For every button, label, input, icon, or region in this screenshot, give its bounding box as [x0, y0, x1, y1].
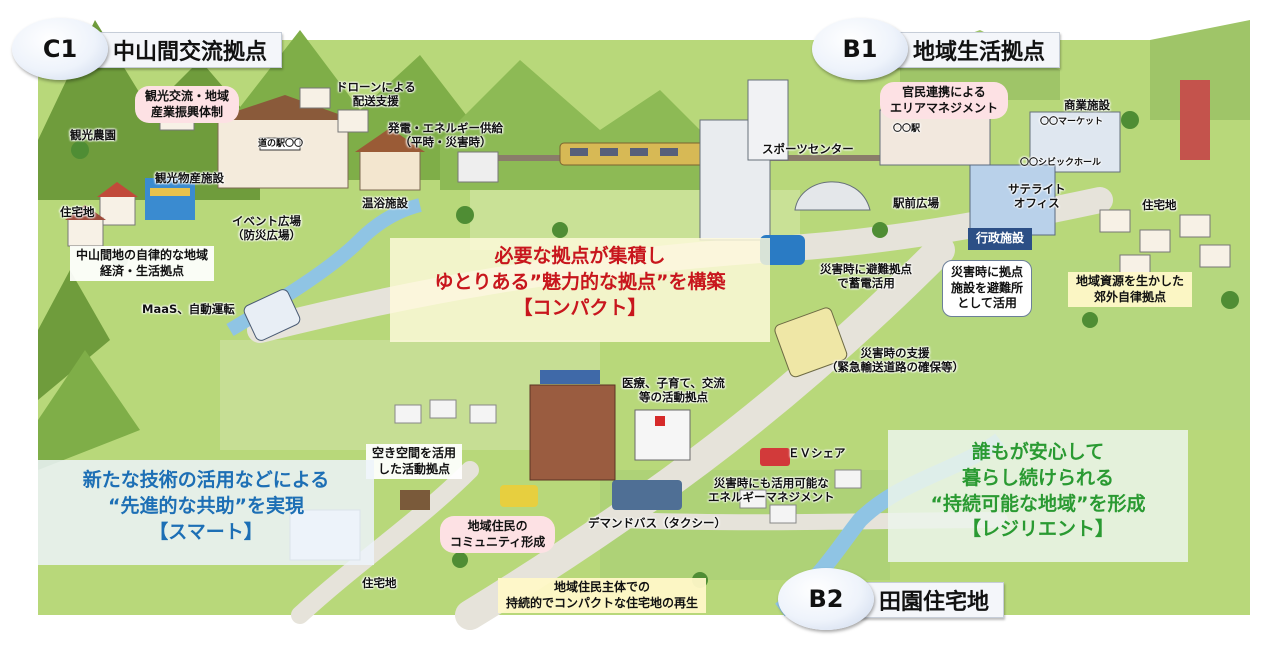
label-regeneration-line2: 持続的でコンパクトな住宅地の再生	[506, 595, 699, 610]
label-station-plaza: 駅前広場	[893, 196, 939, 210]
badge-b1-code: B1	[812, 18, 908, 80]
label-suburban: 地域資源を生かした 郊外自律拠点	[1068, 272, 1193, 308]
label-ev-storage-line1: 災害時に避難拠点	[820, 262, 912, 276]
label-community: 地域住民の コミュニティ形成	[440, 516, 556, 554]
badge-b2: B2 田園住宅地	[778, 568, 1078, 630]
badge-c1-code: C1	[12, 18, 108, 80]
sign-station: 〇〇駅	[893, 124, 921, 134]
badge-c1-title: 中山間交流拠点	[82, 32, 283, 68]
label-maas: MaaS、自動運転	[142, 302, 235, 316]
label-event-plaza-line2: （防災広場）	[232, 228, 301, 243]
label-area-mgmt: 官民連携による エリアマネジメント	[880, 82, 1009, 120]
badge-b1-title: 地域生活拠点	[882, 32, 1061, 68]
panel-smart: 新たな技術の活用などによる “先進的な共助”を実現 【スマート】	[38, 460, 374, 565]
label-residential-c1: 住宅地	[60, 205, 95, 219]
maas-bus	[243, 289, 301, 341]
label-ev-share: ＥＶシェア	[788, 446, 846, 460]
label-drone: ドローンによる 配送支援	[336, 80, 416, 109]
label-tourism-exchange: 観光交流・地域 産業振興体制	[135, 86, 240, 124]
label-medical-line1: 医療、子育て、交流	[622, 376, 725, 390]
label-energy-mgmt-line2: エネルギーマネジメント	[708, 490, 835, 505]
panel-resilient-line4: 【レジリエント】	[961, 518, 1114, 541]
label-satellite: サテライト オフィス	[1008, 182, 1066, 211]
label-disaster-support-line2: （緊急輸送道路の確保等）	[826, 360, 964, 375]
label-drone-line1: ドローンによる	[336, 80, 416, 94]
label-tourist-farm: 観光農園	[70, 128, 116, 142]
label-event-plaza-line1: イベント広場	[232, 214, 301, 228]
label-evac-use: 災害時に拠点 施設を避難所 として活用	[942, 260, 1033, 317]
label-area-mgmt-line1: 官民連携による	[902, 85, 986, 99]
label-evac-use-line3: として活用	[957, 296, 1017, 311]
badge-b2-code: B2	[778, 568, 874, 630]
label-satellite-line2: オフィス	[1013, 196, 1060, 211]
label-regeneration-line1: 地域住民主体での	[554, 580, 651, 594]
label-mountain-hub: 中山間地の自律的な地域 経済・生活拠点	[70, 246, 215, 282]
panel-resilient-line2: 暮らし続けられる	[961, 466, 1114, 489]
panel-resilient-line1: 誰もが安心して	[971, 441, 1105, 463]
sign-supermarket: 〇〇マーケット	[1040, 117, 1104, 127]
label-vacant-space-line2: した活動拠点	[378, 461, 451, 476]
label-power: 発電・エネルギー供給 （平時・災害時）	[388, 121, 503, 150]
label-tourism-exchange-line1: 観光交流・地域	[145, 89, 230, 103]
panel-compact-line2: ゆとりある”魅力的な拠点”を構築	[434, 270, 726, 293]
label-ev-storage: 災害時に避難拠点 で蓄電活用	[820, 262, 912, 291]
label-area-mgmt-line2: エリアマネジメント	[890, 100, 999, 115]
panel-resilient-line3: “持続可能な地域”を形成	[930, 492, 1146, 515]
label-medical-line2: 等の活動拠点	[638, 390, 708, 405]
panel-compact: 必要な拠点が集積し ゆとりある”魅力的な拠点”を構築 【コンパクト】	[390, 238, 770, 342]
label-sports-center: スポーツセンター	[762, 142, 854, 156]
badge-b1: B1 地域生活拠点	[812, 18, 1122, 80]
b1-buildings	[699, 79, 1231, 378]
label-community-line1: 地域住民の	[467, 519, 528, 533]
label-tourist-products: 観光物産施設	[155, 171, 224, 185]
label-medical: 医療、子育て、交流 等の活動拠点	[622, 376, 725, 405]
label-suburban-line1: 地域資源を生かした	[1076, 274, 1185, 288]
label-demand-bus: デマンドバス（タクシー）	[588, 516, 726, 530]
label-residential-b1: 住宅地	[1142, 198, 1177, 212]
railway	[480, 142, 880, 166]
label-drone-line2: 配送支援	[352, 94, 399, 109]
label-hot-spring: 温浴施設	[362, 196, 408, 210]
label-ev-storage-line2: で蓄電活用	[837, 276, 895, 291]
panel-compact-line3: 【コンパクト】	[513, 296, 647, 319]
label-event-plaza: イベント広場 （防災広場）	[232, 214, 301, 243]
label-evac-use-line2: 施設を避難所	[951, 280, 1024, 295]
panel-resilient: 誰もが安心して 暮らし続けられる “持続可能な地域”を形成 【レジリエント】	[888, 430, 1188, 562]
label-tourism-exchange-line2: 産業振興体制	[151, 104, 224, 119]
label-commercial: 商業施設	[1064, 98, 1110, 112]
sign-michinoeki: 道の駅〇〇	[258, 139, 304, 149]
label-vacant-space: 空き空間を活用 した活動拠点	[366, 444, 463, 480]
label-energy-mgmt-line1: 災害時にも活用可能な	[713, 476, 829, 490]
label-admin: 行政施設	[968, 228, 1033, 250]
label-disaster-support: 災害時の支援 （緊急輸送道路の確保等）	[826, 346, 964, 375]
label-community-line2: コミュニティ形成	[450, 534, 546, 549]
label-regeneration: 地域住民主体での 持続的でコンパクトな住宅地の再生	[498, 578, 707, 614]
sign-civic-hall: 〇〇シビックホール	[1020, 158, 1102, 168]
label-disaster-support-line1: 災害時の支援	[860, 346, 930, 360]
label-energy-mgmt: 災害時にも活用可能な エネルギーマネジメント	[708, 476, 835, 505]
badge-c1: C1 中山間交流拠点	[12, 18, 342, 80]
label-mountain-hub-line2: 経済・生活拠点	[100, 263, 185, 278]
label-residential-b2: 住宅地	[362, 576, 397, 590]
panel-smart-line2: “先進的な共助”を実現	[108, 494, 304, 517]
panel-compact-line1: 必要な拠点が集積し	[494, 245, 666, 267]
label-satellite-line1: サテライト	[1008, 182, 1066, 196]
label-mountain-hub-line1: 中山間地の自律的な地域	[76, 248, 209, 262]
label-power-line2: （平時・災害時）	[399, 135, 492, 150]
panel-smart-line1: 新たな技術の活用などによる	[82, 469, 330, 491]
panel-smart-line3: 【スマート】	[149, 520, 263, 543]
badge-b2-title: 田園住宅地	[848, 582, 1005, 618]
label-vacant-space-line1: 空き空間を活用	[372, 446, 457, 460]
label-suburban-line2: 郊外自律拠点	[1094, 289, 1167, 304]
label-power-line1: 発電・エネルギー供給	[388, 121, 503, 135]
label-evac-use-line1: 災害時に拠点	[951, 265, 1024, 279]
